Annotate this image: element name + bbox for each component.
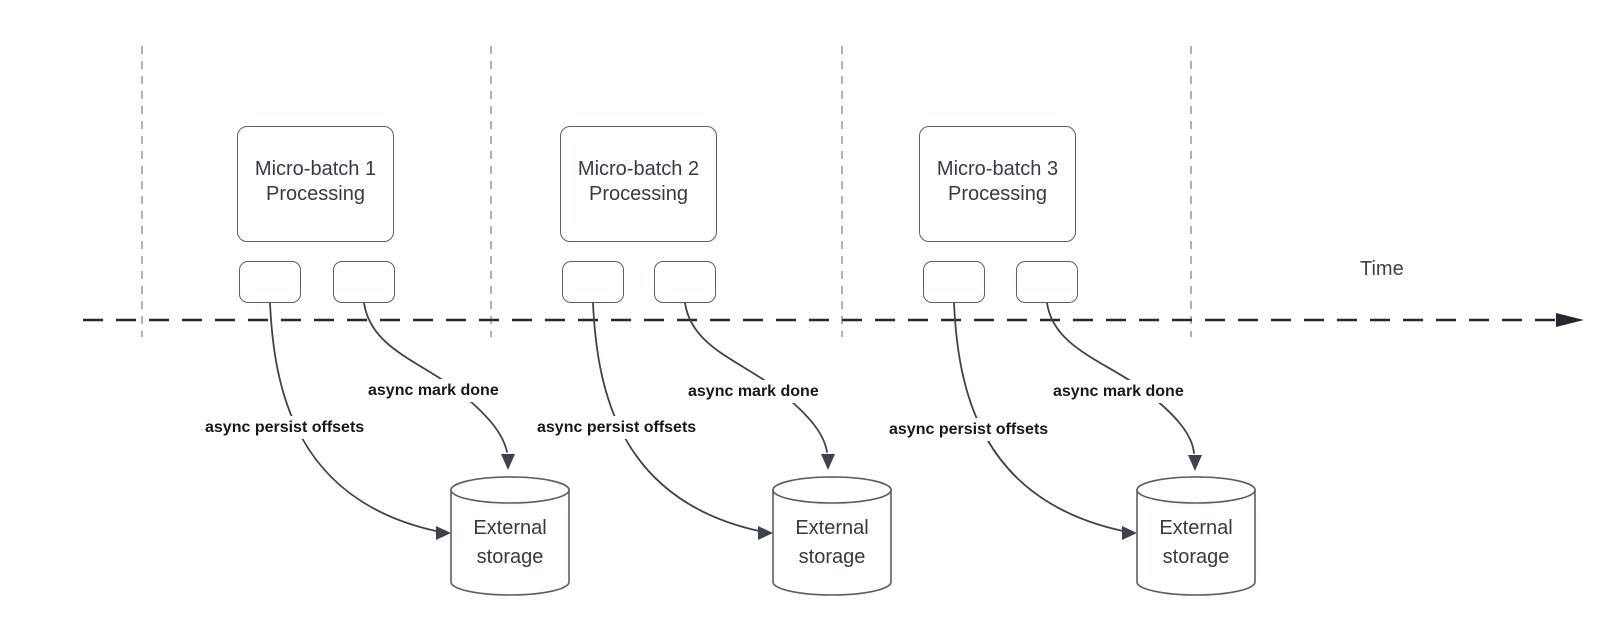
mark-done-edge-label-2: async mark done	[683, 380, 824, 403]
external-storage-label-1: External storage	[473, 517, 547, 568]
persist-arrowhead-icon-3	[1122, 526, 1137, 540]
external-storage-label-2: External storage	[795, 517, 869, 568]
persist-arrowhead-icon-2	[758, 526, 773, 540]
persist-task-rect-3	[923, 261, 985, 303]
micro-batch-3-box: Micro-batch 3 Processing	[919, 126, 1076, 242]
micro-batch-2-box: Micro-batch 2 Processing	[560, 126, 717, 242]
micro-batch-2-label: Micro-batch 2 Processing	[577, 158, 700, 205]
persist-offsets-edge-label-3: async persist offsets	[884, 418, 1054, 441]
micro-batch-1-label: Micro-batch 1 Processing	[254, 158, 377, 205]
mark-done-curve-2	[684, 302, 828, 453]
mark-done-edge-label-3: async mark done	[1048, 380, 1189, 403]
mark-done-arrowhead-icon-3	[1188, 455, 1202, 471]
persist-arrowhead-icon-1	[436, 526, 451, 540]
persist-task-rect-2	[562, 261, 624, 303]
storage-cylinder-2	[772, 476, 892, 596]
cylinder-rim-2	[772, 476, 892, 504]
persist-offsets-edge-label-1: async persist offsets	[200, 416, 370, 439]
cylinder-rim-1	[450, 476, 570, 504]
mark-done-task-rect-1	[333, 261, 395, 303]
cylinder-rim-3	[1136, 476, 1256, 504]
mark-done-task-rect-2	[654, 261, 716, 303]
time-axis-arrowhead-icon	[1556, 313, 1584, 327]
persist-task-rect-1	[239, 261, 301, 303]
storage-cylinder-3	[1136, 476, 1256, 596]
mark-done-curve-1	[363, 302, 508, 453]
micro-batch-3-label: Micro-batch 3 Processing	[936, 158, 1059, 205]
persist-offsets-edge-label-2: async persist offsets	[532, 416, 702, 439]
micro-batch-1-box: Micro-batch 1 Processing	[237, 126, 394, 242]
mark-done-arrowhead-icon-2	[821, 454, 835, 470]
external-storage-label-3: External storage	[1159, 517, 1233, 568]
mark-done-task-rect-3	[1016, 261, 1078, 303]
persist-offsets-curve-3	[953, 302, 1124, 532]
time-axis-label: Time	[1360, 258, 1404, 280]
storage-cylinder-1	[450, 476, 570, 596]
mark-done-edge-label-1: async mark done	[363, 379, 504, 402]
mark-done-arrowhead-icon-1	[501, 454, 515, 470]
mark-done-curve-3	[1046, 302, 1195, 454]
